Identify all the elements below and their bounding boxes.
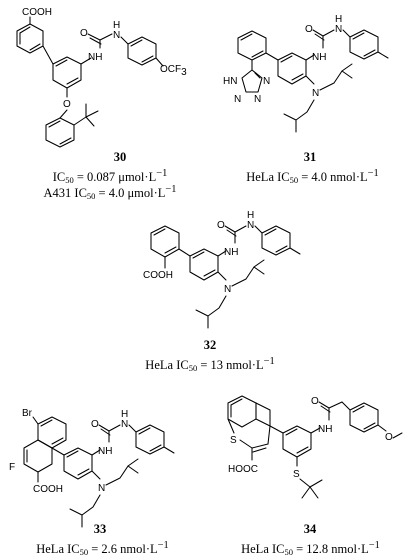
atom-30-n1: N — [113, 30, 120, 41]
ring-32-phenyl — [150, 225, 180, 258]
atom-33-br: Br — [22, 408, 33, 419]
structure-33: Br F COOH NH O H N N — [9, 408, 175, 528]
atom-30-h: H — [113, 20, 120, 31]
atom-31-h: H — [335, 14, 342, 25]
atom-34-s1: S — [230, 435, 237, 446]
structure-32: COOH NH O H N N — [143, 210, 301, 329]
atom-30-nh: NH — [88, 52, 102, 63]
ring-33-naph-top — [37, 416, 67, 449]
atom-30-ocf3: OCF3 — [160, 64, 187, 78]
atom-32-n1: N — [247, 220, 254, 231]
ring-34-central — [282, 425, 312, 458]
ring-32-tolyl — [261, 225, 291, 256]
caption-34: 34 — [260, 522, 360, 537]
caption-30: 30 — [70, 150, 170, 165]
ring-30-benzoic — [16, 23, 44, 54]
ring-33-central — [63, 447, 93, 480]
ring-31-tolyl — [349, 29, 379, 60]
atom-33-o1: O — [91, 419, 99, 430]
ring-31-tetrazole — [241, 69, 263, 93]
caption-33: 33 — [50, 522, 150, 537]
atom-31-nt2: N — [234, 94, 241, 105]
atom-32-o1: O — [217, 220, 225, 231]
atom-34-nh: NH — [318, 424, 332, 435]
atom-33-nh: NH — [98, 446, 112, 457]
atom-31-n1: N — [335, 24, 342, 35]
atom-30-o2: O — [63, 99, 71, 110]
ring-34-anisyl — [349, 402, 379, 433]
structure-30: COOH NH O H N OCF3 O — [16, 7, 187, 148]
structure-31: HN N N N NH O H N N — [223, 14, 389, 133]
atom-33-amine: N — [98, 483, 105, 494]
compound-number-32: 32 — [203, 338, 217, 352]
atom-32-amine: N — [224, 284, 231, 295]
ring-30-tbutylphenyl — [45, 117, 75, 148]
ic50-30-line2: A431 IC50 = 4.0 μmol·L−1 — [43, 184, 177, 202]
ring-30-aryl — [127, 36, 157, 66]
atom-33-cooh: COOH — [33, 484, 63, 495]
compound-number-31: 31 — [303, 150, 317, 164]
atom-32-nh: NH — [224, 247, 238, 258]
atom-30-cooh: COOH — [22, 7, 52, 18]
atom-34-o2: O — [385, 432, 393, 443]
atom-34-hooc: HOOC — [228, 464, 258, 475]
atom-30-o1: O — [80, 28, 88, 39]
ring-30-central — [52, 56, 82, 89]
atom-33-f: F — [9, 462, 15, 473]
compound-number-34: 34 — [303, 522, 317, 536]
atom-31-nt1: N — [263, 76, 270, 87]
atom-31-o1: O — [305, 24, 313, 35]
ring-33-tolyl — [135, 424, 165, 455]
atom-32-cooh: COOH — [143, 270, 173, 281]
ic50-30-line1: IC50 = 0.087 μmol·L−1 — [52, 168, 168, 186]
compound-number-33: 33 — [93, 522, 107, 536]
ring-32-central — [189, 248, 219, 281]
ic50-34: HeLa IC50 = 12.8 nmol·L−1 — [241, 540, 380, 558]
atom-34-s2: S — [293, 469, 300, 480]
atom-31-nt3: N — [254, 94, 261, 105]
atom-33-h: H — [121, 409, 128, 420]
atom-31-amine: N — [312, 88, 319, 99]
ic50-33: HeLa IC50 = 2.6 nmol·L−1 — [36, 540, 169, 558]
atom-34-o1: O — [311, 396, 319, 407]
caption-32: 32 — [160, 338, 260, 353]
atom-33-n1: N — [121, 419, 128, 430]
caption-31: 31 — [260, 150, 360, 165]
atom-32-h: H — [247, 210, 254, 221]
ring-34-thiophene-edge — [255, 402, 271, 427]
ic50-32: HeLa IC50 = 13 nmol·L−1 — [145, 356, 275, 374]
compound-number-30: 30 — [113, 150, 127, 164]
ring-31-central — [277, 52, 307, 85]
ring-33-naph-bottom — [23, 439, 53, 473]
atom-31-nh: NH — [312, 52, 326, 63]
atom-31-hn: HN — [223, 76, 237, 87]
ring-31-phenyl — [237, 30, 267, 61]
structure-34: S HOOC NH O O S — [227, 395, 403, 499]
ring-34-benzo — [227, 395, 257, 428]
ic50-31: HeLa IC50 = 4.0 nmol·L−1 — [246, 168, 379, 186]
